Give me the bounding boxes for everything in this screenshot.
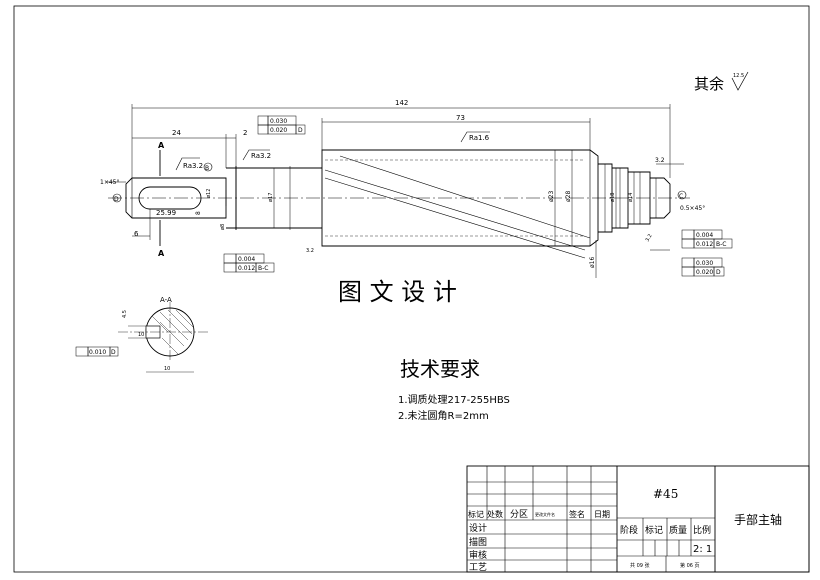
requirement-item-1: 1.调质处理217-255HBS (398, 394, 510, 406)
dim-keyway-width: 8 (195, 211, 202, 215)
svg-text:共 09 张: 共 09 张 (630, 562, 650, 569)
roughness-ra-a: Ra3.2 (183, 162, 203, 170)
section-mark-bottom: A (158, 249, 165, 258)
roughness-note-label: 其余 (694, 75, 724, 93)
roughness-symbol-icon (731, 71, 749, 91)
svg-text:D: D (716, 269, 721, 276)
datum-c-icon (677, 190, 687, 200)
svg-text:B: B (205, 165, 209, 172)
drawing-caption: 图 文 设 计 (338, 278, 457, 306)
tolerance-frames: 0.030 0.020 D 0.004 0.012 B-C 0.004 0.01… (223, 115, 733, 277)
fcf-top: 0.030 0.020 D (257, 115, 306, 135)
dim-dia-23: ø23 (548, 191, 555, 202)
datum-markers: D B C A A (112, 141, 687, 258)
svg-text:10: 10 (164, 366, 170, 372)
dim-angle-3-2: 3.2 (645, 233, 654, 243)
svg-text:0.012: 0.012 (238, 265, 255, 272)
svg-text:0.004: 0.004 (696, 232, 713, 239)
material-label: #45 (653, 487, 678, 501)
dim-overall-length: 142 (395, 99, 408, 107)
dimension-lines (106, 104, 684, 278)
svg-text:4.5: 4.5 (122, 310, 128, 318)
svg-text:分区: 分区 (510, 509, 528, 520)
svg-text:比例: 比例 (693, 524, 711, 536)
svg-text:D: D (298, 127, 303, 134)
dim-small-label: 3.2 (306, 248, 314, 254)
fcf-right-lower: 0.030 0.020 D (681, 257, 725, 277)
requirements-title: 技术要求 (400, 357, 480, 381)
middle-journal-outline (235, 166, 322, 230)
svg-text:D: D (111, 349, 116, 356)
svg-text:签名: 签名 (569, 509, 585, 519)
datum-b-icon (203, 162, 213, 172)
datum-d-icon (112, 193, 122, 203)
dim-length-73: 73 (456, 114, 465, 122)
dim-dia-18: ø18 (610, 193, 616, 202)
svg-text:0.030: 0.030 (696, 260, 713, 267)
dim-dia-16: ø16 (589, 257, 596, 268)
svg-text:审核: 审核 (469, 549, 487, 561)
helical-groove (324, 155, 591, 259)
svg-text:D: D (114, 196, 119, 203)
dim-length-2: 2 (243, 129, 247, 137)
keyway-slot (138, 186, 202, 210)
dim-dia-12: ø12 (206, 189, 212, 198)
roughness-ra-c: Ra1.6 (469, 134, 490, 142)
dim-length-3-2: 3.2 (655, 157, 665, 164)
svg-text:阶段: 阶段 (620, 524, 638, 536)
svg-text:标记: 标记 (645, 524, 663, 536)
fcf-section-value: 0.010 (89, 349, 106, 356)
dim-dia-17: ø17 (268, 193, 274, 202)
dim-dia-28: ø28 (565, 191, 572, 202)
dim-dia-14: ø14 (628, 193, 634, 202)
svg-text:C: C (679, 193, 683, 200)
svg-text:B-C: B-C (258, 265, 268, 272)
section-a-a-view: A-A 4.5 10 10 0.010 D (75, 296, 210, 373)
svg-text:处数: 处数 (487, 509, 503, 519)
roughness-marks: Ra3.2 Ra3.2 Ra1.6 (175, 131, 490, 171)
svg-text:10: 10 (138, 332, 144, 338)
svg-text:0.012: 0.012 (696, 241, 713, 248)
dim-keyway-depth: 25.99 (156, 209, 176, 217)
svg-text:0.004: 0.004 (238, 256, 255, 263)
title-block (466, 465, 810, 573)
roughness-ra-b: Ra3.2 (251, 152, 271, 160)
svg-text:B-C: B-C (716, 241, 726, 248)
dim-dia-8: ø8 (220, 224, 226, 230)
drawing-border (13, 5, 810, 573)
right-step-3 (628, 171, 651, 225)
requirement-item-2: 2.未注圆角R=2mm (398, 409, 489, 422)
svg-text:日期: 日期 (594, 510, 610, 519)
svg-text:第 06 页: 第 06 页 (680, 562, 700, 569)
dim-chamfer-right: 0.5×45° (680, 205, 705, 212)
dim-chamfer-left: 1×45° (100, 179, 119, 186)
general-roughness-note: 其余 12.5 (694, 71, 749, 93)
roughness-note-value: 12.5 (733, 73, 744, 79)
svg-text:质量: 质量 (669, 524, 687, 536)
dim-length-24: 24 (172, 129, 181, 137)
fcf-left: 0.004 0.012 B-C (223, 253, 275, 273)
scale-value: 2: 1 (693, 544, 712, 555)
dimension-labels: 142 73 24 2 6 3.2 25.99 8 1×45° 0.5×45° … (100, 99, 705, 268)
svg-text:0.020: 0.020 (270, 127, 287, 134)
part-name: 手部主轴 (734, 512, 782, 527)
svg-text:0.020: 0.020 (696, 269, 713, 276)
title-block-text: #45 手部主轴 标记 处数 分区 更改文件名 签名 日期 设计 描图 审核 工… (468, 487, 782, 573)
shaft-main-view (108, 149, 690, 259)
svg-text:标记: 标记 (468, 509, 484, 519)
dim-length-6: 6 (134, 230, 139, 238)
right-end-journal (650, 177, 671, 219)
svg-text:工艺: 工艺 (469, 562, 487, 573)
section-title: A-A (160, 296, 172, 304)
svg-text:更改文件名: 更改文件名 (535, 511, 555, 517)
technical-requirements: 技术要求 1.调质处理217-255HBS 2.未注圆角R=2mm (398, 357, 510, 422)
section-mark-top: A (158, 141, 165, 150)
svg-text:0.030: 0.030 (270, 118, 287, 125)
svg-text:描图: 描图 (469, 536, 487, 548)
fcf-right: 0.004 0.012 B-C (681, 229, 733, 249)
svg-text:设计: 设计 (469, 522, 487, 534)
